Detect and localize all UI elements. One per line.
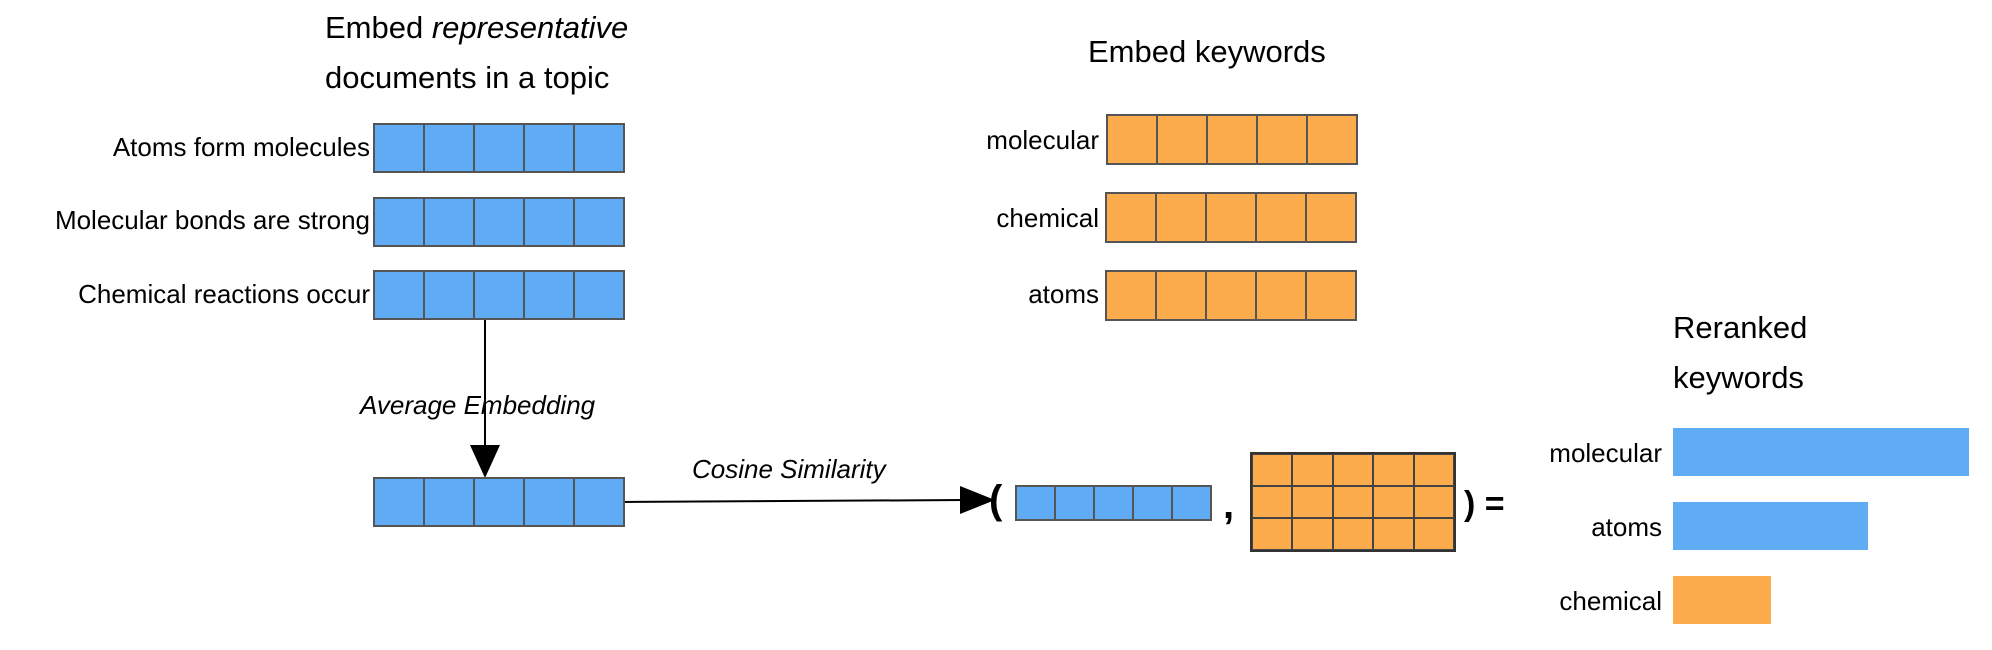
close-paren-equals: ) = (1464, 485, 1505, 523)
document-embedding-1 (373, 123, 625, 173)
embedding-cell (573, 477, 625, 527)
similarity-arrow (621, 499, 966, 503)
matrix-cell (1413, 518, 1454, 550)
documents-title-line1: Embed representative (325, 10, 629, 45)
keyword-label-3: atoms (1028, 279, 1099, 309)
embedding-cell (573, 270, 625, 320)
reranked-bar-1 (1673, 428, 1969, 476)
average-arrow-head (470, 445, 500, 478)
documents-title-emphasis: representative (431, 10, 629, 45)
embedding-cell (523, 270, 575, 320)
embedding-cell (1156, 114, 1208, 165)
embedding-cell (1205, 270, 1257, 321)
embedding-cell (1205, 192, 1257, 243)
document-embedding-3 (373, 270, 625, 320)
similarity-avg-embedding (1015, 485, 1212, 521)
average-embedding-label: Average Embedding (360, 390, 596, 420)
embedding-cell (1305, 192, 1357, 243)
embedding-cell (573, 197, 625, 247)
matrix-cell (1332, 454, 1374, 486)
embedding-cell (1106, 114, 1158, 165)
keywords-title: Embed keywords (1088, 34, 1326, 69)
matrix-cell (1332, 486, 1374, 518)
matrix-cell (1292, 518, 1333, 550)
embedding-cell (473, 197, 525, 247)
reranked-label-1: molecular (1549, 438, 1662, 468)
keyword-embedding-1 (1106, 114, 1358, 165)
keyword-embedding-matrix (1250, 452, 1456, 552)
embedding-cell (523, 197, 575, 247)
comma: , (1223, 483, 1235, 527)
embedding-cell (1155, 192, 1207, 243)
matrix-cell (1373, 518, 1414, 550)
embedding-cell (373, 123, 425, 173)
matrix-cell (1252, 518, 1293, 550)
embedding-cell (573, 123, 625, 173)
embedding-cell (373, 197, 425, 247)
embedding-cell (473, 477, 525, 527)
reranked-bar-3 (1673, 576, 1771, 624)
embedding-cell (1255, 270, 1307, 321)
embedding-cell (523, 123, 575, 173)
document-label-3: Chemical reactions occur (78, 279, 370, 309)
embedding-cell (523, 477, 575, 527)
matrix-cell (1413, 486, 1454, 518)
embedding-cell (473, 123, 525, 173)
embedding-cell (373, 477, 425, 527)
matrix-cell (1252, 454, 1293, 486)
keyword-label-1: molecular (986, 125, 1099, 155)
embedding-cell (423, 197, 475, 247)
reranked-title-line1: Reranked (1673, 310, 1808, 345)
reranked-label-3: chemical (1559, 586, 1662, 616)
matrix-cell (1332, 518, 1374, 550)
embedding-cell (1155, 270, 1207, 321)
embedding-cell (1206, 114, 1258, 165)
average-embedding (373, 477, 625, 527)
embedding-cell (1054, 485, 1095, 521)
embedding-cell (473, 270, 525, 320)
embedding-cell (1105, 192, 1157, 243)
open-paren: ( (989, 478, 1003, 522)
embedding-cell (1015, 485, 1056, 521)
embedding-cell (1093, 485, 1134, 521)
embedding-cell (1305, 270, 1357, 321)
document-label-1: Atoms form molecules (112, 132, 370, 162)
embedding-cell (1306, 114, 1358, 165)
reranked-title-line2: keywords (1673, 360, 1804, 395)
embedding-cell (423, 477, 475, 527)
reranked-label-2: atoms (1591, 512, 1662, 542)
reranked-bar-2 (1673, 502, 1868, 550)
matrix-cell (1373, 454, 1414, 486)
cosine-similarity-label: Cosine Similarity (692, 454, 886, 484)
embedding-cell (423, 270, 475, 320)
embedding-cell (1171, 485, 1212, 521)
document-label-2: Molecular bonds are strong (54, 205, 370, 235)
similarity-arrow-head (960, 486, 995, 514)
embedding-cell (423, 123, 475, 173)
matrix-cell (1292, 486, 1333, 518)
keyword-embedding-2 (1105, 192, 1357, 243)
documents-title-line2: documents in a topic (325, 60, 610, 95)
embedding-cell (373, 270, 425, 320)
keyword-label-2: chemical (996, 203, 1099, 233)
matrix-cell (1413, 454, 1454, 486)
document-embedding-2 (373, 197, 625, 247)
embedding-cell (1255, 192, 1307, 243)
matrix-cell (1292, 454, 1333, 486)
keyword-embedding-3 (1105, 270, 1357, 321)
matrix-cell (1252, 486, 1293, 518)
embedding-cell (1256, 114, 1308, 165)
matrix-cell (1373, 486, 1414, 518)
embedding-cell (1132, 485, 1173, 521)
embedding-cell (1105, 270, 1157, 321)
